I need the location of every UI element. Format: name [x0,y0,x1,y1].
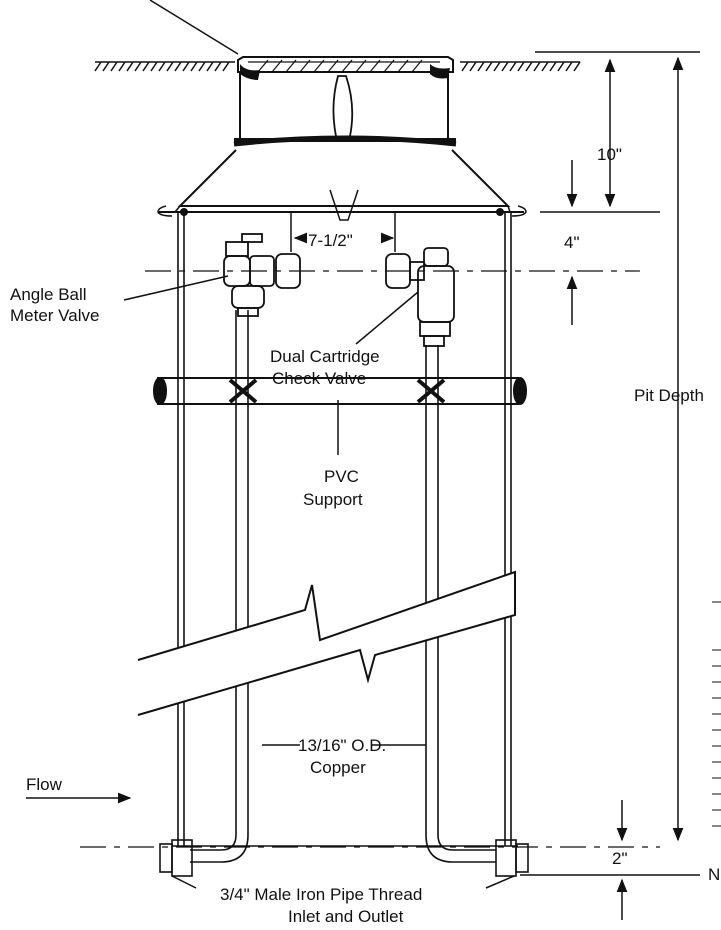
angle-ball-meter-valve [223,233,301,317]
centerlines [80,270,660,848]
flow-label: Flow [26,775,63,794]
break-line-band [137,570,516,716]
pit-depth-label: Pit Depth [634,386,704,405]
thread-label-line1: 3/4" Male Iron Pipe Thread [220,885,422,904]
dual-check-label-line2: Check Valve [272,369,366,388]
dimension-lines [26,51,700,920]
dual-cartridge-check-valve [385,247,455,347]
ground-hatching [94,61,581,72]
pit-lid [237,56,454,80]
pvc-support-label-line2: Support [303,490,363,509]
dim-10-label: 10" [597,145,622,164]
dim-2-label: 2" [612,849,628,868]
thread-label-line2: Inlet and Outlet [288,907,404,926]
angle-ball-label-line2: Meter Valve [10,306,99,325]
pit-dome [157,72,527,221]
cutoff-label: N [708,865,720,884]
copper-label-line2: Copper [310,758,366,777]
right-edge-ticks [712,601,721,827]
copper-label-line1: 13/16" O.D. [298,736,386,755]
support-rods [172,212,518,847]
lid-leader-line [149,0,239,55]
angle-ball-label-line1: Angle Ball [10,285,87,304]
dual-check-label-line1: Dual Cartridge [270,347,380,366]
dim-7-half-label: 7-1/2" [308,231,353,250]
inlet-outlet-fittings [159,839,529,877]
leader-lines [123,275,515,889]
copper-pipes [190,310,496,863]
pvc-support-label-line1: PVC [324,467,359,486]
dim-4-label: 4" [564,233,580,252]
